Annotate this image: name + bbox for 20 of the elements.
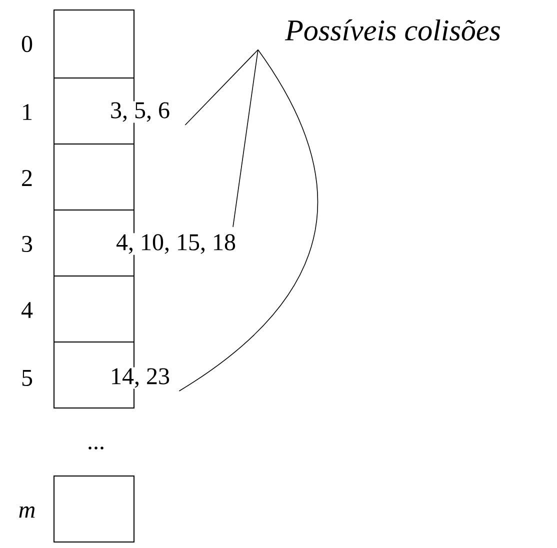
row-index: 1 (23, 104, 32, 120)
key-list: 4, 10, 15, 18 (115, 233, 237, 255)
row-index: ... (88, 446, 104, 450)
table-slot (54, 144, 134, 210)
table-slot (54, 210, 134, 276)
key-list: 3, 5, 6 (109, 101, 171, 123)
table-slot (54, 476, 134, 542)
title: Possíveis colisões (284, 19, 500, 41)
leader-line (184, 49, 258, 126)
table-slot (54, 78, 134, 144)
key-list: 14, 23 (109, 367, 171, 389)
leader-line (178, 49, 318, 392)
table-slot (54, 276, 134, 342)
row-index: 2 (22, 170, 32, 186)
row-index: 0 (22, 36, 32, 52)
row-index: 3 (22, 236, 32, 252)
leader-line (232, 49, 258, 228)
table-slot (54, 10, 134, 78)
row-index: 5 (22, 370, 32, 386)
row-index: 4 (21, 302, 33, 318)
